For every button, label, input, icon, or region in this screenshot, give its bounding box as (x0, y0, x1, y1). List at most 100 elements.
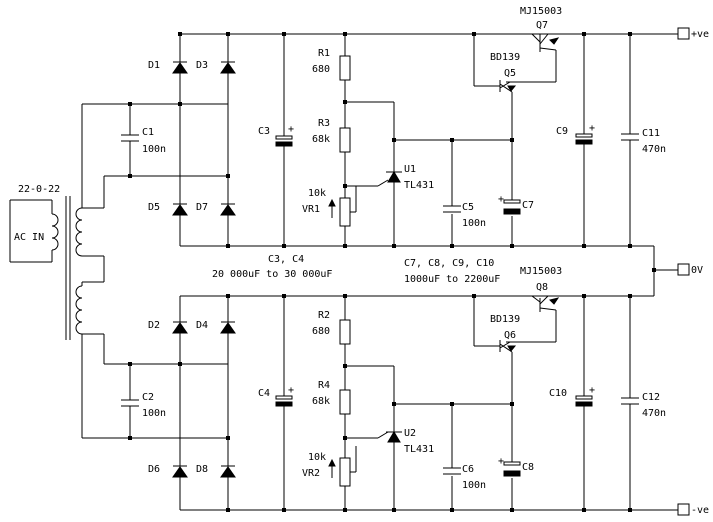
diode-d2 (172, 321, 188, 334)
resistor-r2 (339, 319, 351, 345)
capacitor-c2 (121, 364, 139, 438)
r1-value: 680 (312, 64, 330, 75)
diode-d3 (220, 61, 236, 74)
capacitor-c7 (503, 199, 521, 215)
c12-value: 470n (642, 408, 666, 419)
r2-label: R2 (318, 310, 330, 321)
c3-plus: + (288, 124, 294, 135)
rail-wires (180, 33, 678, 511)
r1-label: R1 (318, 48, 330, 59)
c4-plus: + (288, 385, 294, 396)
capacitor-c6 (443, 467, 461, 475)
shunt-regulator-u2 (377, 431, 402, 443)
ac-in-label: AC IN (14, 232, 44, 243)
c5-label: C5 (462, 202, 474, 213)
c10-label: C10 (549, 388, 567, 399)
c8-label: C8 (522, 462, 534, 473)
capacitor-c9 (575, 34, 593, 246)
diode-d6 (172, 465, 188, 478)
c3c4-note: C3, C4 (268, 254, 304, 265)
terminal-0v-label: 0V (691, 265, 703, 276)
c7-label: C7 (522, 200, 534, 211)
c7-plus: + (498, 194, 504, 205)
capacitor-c10 (575, 296, 593, 510)
terminal-0v (677, 263, 690, 276)
potentiometer-vr2 (328, 446, 357, 487)
c10-plus: + (589, 385, 595, 396)
r2-value: 680 (312, 326, 330, 337)
terminal-minus-ve-label: -ve (691, 505, 709, 516)
u1-label: U1 (404, 164, 416, 175)
transistor-q8 (531, 295, 560, 312)
d2-label: D2 (148, 320, 160, 331)
q8-part: MJ15003 (520, 266, 562, 277)
d5-label: D5 (148, 202, 160, 213)
transformer (9, 103, 228, 439)
cbig-range: 1000uF to 2200uF (404, 274, 500, 285)
c1-value: 100n (142, 144, 166, 155)
diode-d5 (172, 203, 188, 216)
c9-plus: + (589, 123, 595, 134)
c1-label: C1 (142, 127, 154, 138)
d6-label: D6 (148, 464, 160, 475)
vr2-label: VR2 (302, 468, 320, 479)
terminal-plus-ve-label: +ve (691, 29, 709, 40)
c9-label: C9 (556, 126, 568, 137)
transistor-q5 (499, 80, 522, 93)
vr1-label: VR1 (302, 204, 320, 215)
vr1-value: 10k (308, 188, 326, 199)
capacitor-c4 (275, 296, 293, 510)
diode-d4 (220, 321, 236, 334)
c6-value: 100n (462, 480, 486, 491)
transistor-q6 (499, 340, 522, 353)
transformer-rating: 22-0-22 (18, 184, 60, 195)
terminal-plus-ve (677, 27, 690, 40)
c11-label: C11 (642, 128, 660, 139)
shunt-regulator-u1 (377, 171, 402, 187)
d8-label: D8 (196, 464, 208, 475)
c3c4-range: 20 000uF to 30 000uF (212, 269, 332, 280)
vr2-value: 10k (308, 452, 326, 463)
junction-dots (128, 32, 656, 512)
resistor-r1 (339, 55, 351, 81)
r4-value: 68k (312, 396, 330, 407)
diode-d1 (172, 61, 188, 74)
capacitor-c1 (121, 104, 139, 176)
c11-value: 470n (642, 144, 666, 155)
q7-label: Q7 (536, 20, 548, 31)
capacitor-c3 (275, 34, 293, 246)
q7-part: MJ15003 (520, 6, 562, 17)
resistor-r4 (339, 389, 351, 415)
r3-label: R3 (318, 118, 330, 129)
c5-value: 100n (462, 218, 486, 229)
u2-label: U2 (404, 428, 416, 439)
c8-plus: + (498, 456, 504, 467)
d1-label: D1 (148, 60, 160, 71)
q6-part: BD139 (490, 314, 520, 325)
r3-value: 68k (312, 134, 330, 145)
c12-label: C12 (642, 392, 660, 403)
potentiometer-vr1 (328, 186, 357, 227)
r4-label: R4 (318, 380, 330, 391)
capacitor-c12 (621, 296, 639, 510)
c3-label: C3 (258, 126, 270, 137)
u1-part: TL431 (404, 180, 434, 191)
c2-label: C2 (142, 392, 154, 403)
d4-label: D4 (196, 320, 208, 331)
diode-d8 (220, 465, 236, 478)
c2-value: 100n (142, 408, 166, 419)
resistor-r3 (339, 127, 351, 153)
transistor-q7 (531, 33, 560, 52)
terminal-minus-ve (677, 503, 690, 516)
capacitor-c11 (621, 34, 639, 246)
c6-label: C6 (462, 464, 474, 475)
d3-label: D3 (196, 60, 208, 71)
d7-label: D7 (196, 202, 208, 213)
diode-d7 (220, 203, 236, 216)
u2-part: TL431 (404, 444, 434, 455)
q5-part: BD139 (490, 52, 520, 63)
q8-label: Q8 (536, 282, 548, 293)
capacitor-c5 (443, 205, 461, 213)
